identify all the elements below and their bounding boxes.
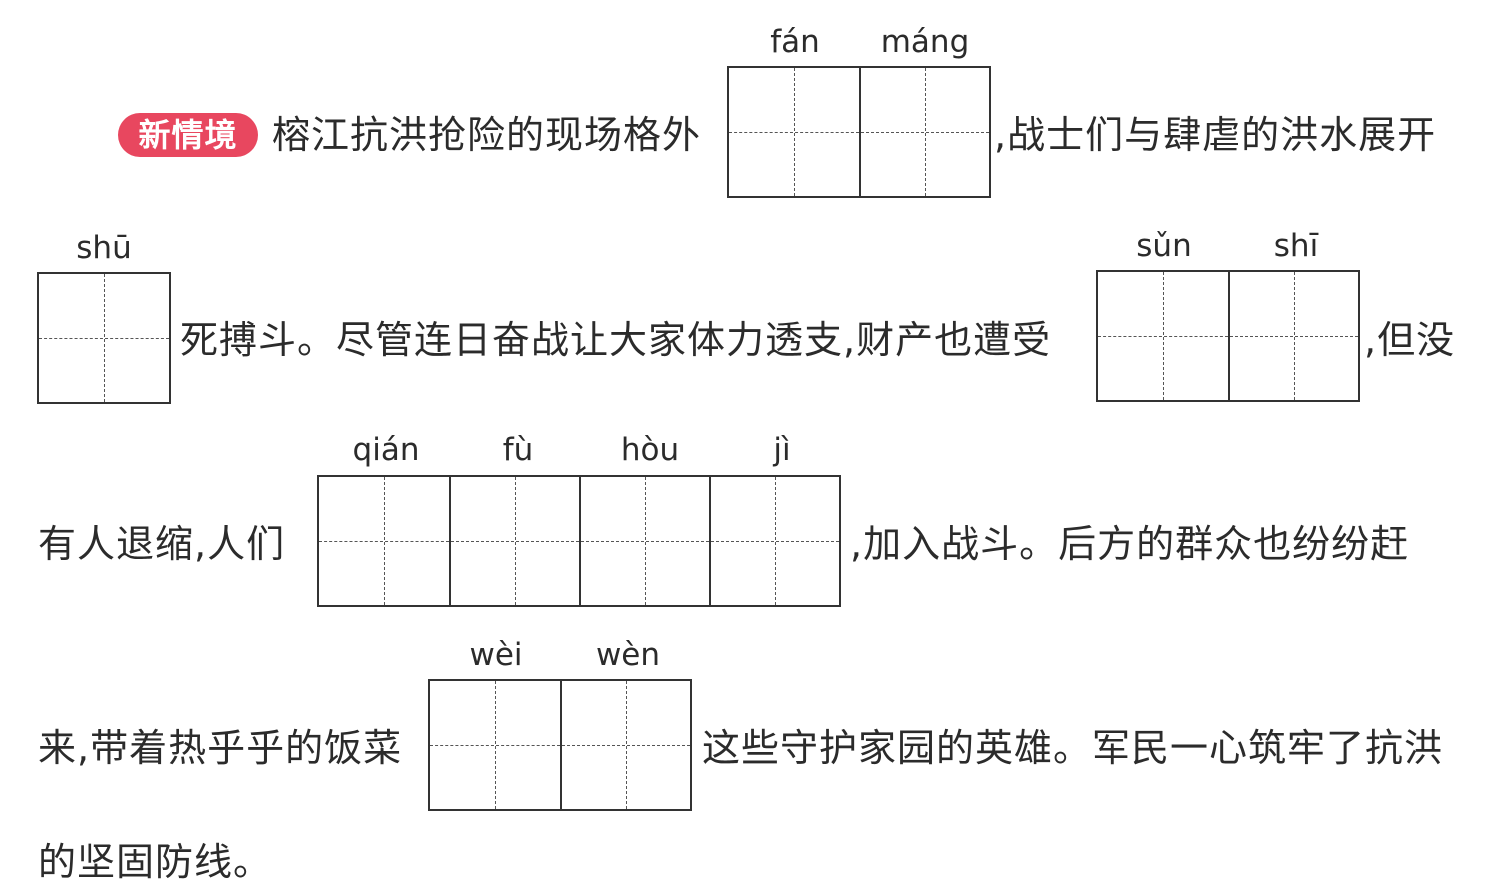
answer-cell[interactable]	[430, 681, 560, 809]
line5-text: 的坚固防线。	[38, 840, 273, 884]
pinyin-mang: máng	[880, 24, 970, 60]
answer-grid-shu[interactable]	[37, 272, 171, 404]
new-context-badge: 新情境	[118, 113, 258, 157]
pinyin-shu: shū	[76, 230, 132, 266]
answer-cell[interactable]	[560, 681, 690, 809]
pinyin-wen: wèn	[595, 637, 661, 673]
pinyin-sun: sǔn	[1136, 228, 1192, 264]
line4-pre-text: 来,带着热乎乎的饭菜	[38, 726, 403, 770]
answer-grid-qianfuhouji[interactable]	[317, 475, 841, 607]
answer-cell[interactable]	[709, 477, 839, 605]
answer-grid-fanmang[interactable]	[727, 66, 991, 198]
pinyin-ji: jì	[773, 432, 791, 468]
line1-post-text: ,战士们与肆虐的洪水展开	[994, 113, 1437, 157]
line3-pre-text: 有人退缩,人们	[38, 522, 286, 566]
line2-mid-text: 死搏斗。尽管连日奋战让大家体力透支,财产也遭受	[180, 318, 1052, 362]
answer-cell[interactable]	[729, 68, 859, 196]
answer-cell[interactable]	[859, 68, 989, 196]
line3-post-text: ,加入战斗。后方的群众也纷纷赶	[850, 522, 1410, 566]
line1-pre-text: 榕江抗洪抢险的现场格外	[272, 113, 702, 157]
line2-post-text: ,但没	[1364, 318, 1456, 362]
answer-cell[interactable]	[1228, 272, 1358, 400]
answer-cell[interactable]	[579, 477, 709, 605]
pinyin-wei: wèi	[469, 637, 523, 673]
pinyin-fan: fán	[770, 24, 820, 60]
pinyin-shi: shī	[1273, 228, 1319, 264]
answer-cell[interactable]	[449, 477, 579, 605]
answer-cell[interactable]	[39, 274, 169, 402]
pinyin-qian: qián	[352, 432, 420, 468]
line4-post-text: 这些守护家园的英雄。军民一心筑牢了抗洪	[702, 726, 1444, 770]
answer-grid-weiwen[interactable]	[428, 679, 692, 811]
answer-cell[interactable]	[1098, 272, 1228, 400]
answer-cell[interactable]	[319, 477, 449, 605]
pinyin-fu: fù	[502, 432, 534, 468]
answer-grid-sunshi[interactable]	[1096, 270, 1360, 402]
pinyin-hou: hòu	[620, 432, 680, 468]
